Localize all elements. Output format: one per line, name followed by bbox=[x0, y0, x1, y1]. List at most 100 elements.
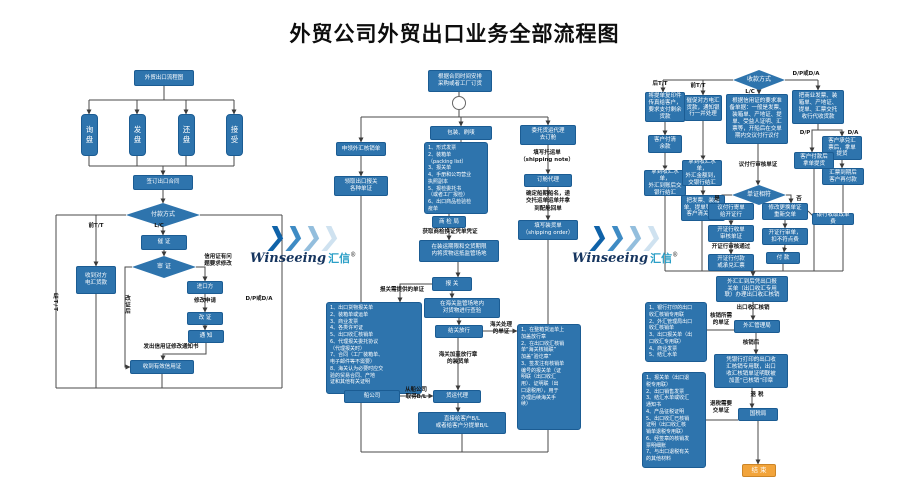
shipping-order: 填写装货单 （shipping order） bbox=[518, 220, 578, 240]
notify: 通 知 bbox=[188, 330, 224, 343]
settle-exchange-2: 拿到收汇水单， 外汇金额到， 交银行结汇 bbox=[682, 159, 722, 186]
label-shipping-note: 填写托运单 （shipping note） bbox=[520, 150, 574, 164]
label-dp: D/P bbox=[799, 130, 811, 136]
flow-connector bbox=[786, 194, 794, 204]
amend-docs-resubmit: 修改更换单证 重新交单 bbox=[762, 203, 808, 220]
inquiry: 询 盘 bbox=[81, 114, 98, 156]
review-lc: 审 证 bbox=[132, 256, 196, 278]
label-inspection-cert: 获取商检换证凭单凭证 bbox=[422, 229, 478, 235]
entrust-forwarder: 委托货运代理 去订舱 bbox=[520, 125, 576, 145]
docs-prepare-list: 1、形式发票 2、装箱单 （packing list） 3、报关单 4、手册和公… bbox=[424, 142, 488, 214]
counter-offer: 还 盘 bbox=[178, 114, 195, 156]
collection-docs: 把商业发票、装 箱单、产地证、 提单、汇票交托 收行代收货款 bbox=[792, 90, 844, 124]
pay-redeem-docs: 客户付款后 拿单提货 bbox=[794, 152, 834, 169]
deduct-discrepancy-fee: 开证行审单， 扣不符点费 bbox=[762, 228, 808, 245]
receive-tt-payment: 收到对方 电汇货款 bbox=[76, 266, 116, 294]
label-verification-docs: 核销所需 的单证 bbox=[709, 313, 732, 327]
apply-verification-form: 申领外汇核销单 bbox=[336, 142, 386, 156]
stamp-verified: 凭银行打印的出口收 汇核销专用联，出口 收汇核销单证明联被 加盖“已核销”印章 bbox=[714, 354, 788, 388]
safe-bureau: 外汇管理局 bbox=[734, 320, 780, 333]
acceptance: 接 受 bbox=[226, 114, 243, 156]
flow-title-box: 外贸出口流程图 bbox=[134, 70, 194, 86]
label-yes: 是 bbox=[714, 196, 720, 202]
refund-docs-list: 1、报关单（出口退 税专用联） 2、出口销售发票 3、结汇水单或收汇 通知书 4… bbox=[642, 372, 706, 468]
label-tax-refund: 退 税 bbox=[750, 392, 764, 398]
label-after-amend: 改证后 bbox=[124, 295, 130, 315]
label-amend-notice: 发出信用证修改通知书 bbox=[143, 344, 199, 350]
label-export-verification: 出口收汇核销 bbox=[736, 305, 770, 311]
freight-agent: 货运代理 bbox=[433, 390, 481, 403]
chevron-icon: ❯ bbox=[639, 222, 663, 251]
declare-docs-list: 1、出口货物报关单 2、装箱单或运单 3、商业发票 4、各类许可证 5、出口收汇… bbox=[326, 302, 422, 394]
label-customs-docs: 海关处理 的单证 bbox=[489, 322, 512, 336]
get-declaration-docs: 领取出口报关 各种单证 bbox=[334, 176, 388, 196]
registered-mark: ® bbox=[350, 251, 357, 259]
give-bl-to-customer: 直接给客户B/L 或者给客户分提单B/L bbox=[418, 412, 506, 434]
brand-name-cn: 汇信 bbox=[650, 252, 673, 265]
chevrons-icon: ❯❯❯❯ bbox=[572, 222, 676, 251]
move-to-customs: 在装运期限和交货期限 内将货物运抵监管场地 bbox=[419, 240, 499, 262]
end: 结 束 bbox=[742, 464, 776, 477]
label-refund-docs: 退税需要 交单证 bbox=[709, 401, 732, 415]
settle-exchange-1: 拿到收汇水单， 外汇到账后交 银行结汇 bbox=[644, 169, 686, 196]
registered-mark: ® bbox=[672, 251, 679, 259]
verification-docs-list: 1、银行打印的出口 收汇核销专用联 2、外汇管理局出口 收汇核销单 3、出口报关… bbox=[645, 302, 707, 362]
page-title: 外贸公司外贸出口业务全部流程图 bbox=[289, 22, 620, 46]
inspection-bureau: 商 检 局 bbox=[432, 216, 466, 228]
label-issuing-pass: 开证行审核通过 bbox=[711, 244, 751, 250]
arrange-goods: 根据合同时间安排 采购或者工厂订货 bbox=[428, 70, 492, 92]
amend-lc: 改 证 bbox=[187, 312, 223, 325]
issuing-bank-review: 开证行收单 审核单证 bbox=[708, 225, 754, 242]
chevrons-icon: ❯❯❯❯ bbox=[250, 222, 354, 251]
brand-name: Winseeing bbox=[250, 251, 327, 266]
shipping-company: 船公司 bbox=[344, 390, 400, 403]
customs-inspect: 在海关监管场地内 对货物进行查验 bbox=[424, 298, 500, 318]
label-negotiating-bank: 议付行审核单证 bbox=[738, 162, 778, 168]
payment: 付 款 bbox=[766, 252, 800, 264]
label-lc-2: L/C bbox=[745, 89, 755, 95]
label-get-bl: 从船公司 取得B/L bbox=[404, 387, 427, 401]
prepare-lc-docs: 根据信用证的要求准 备单据：一般是发票、 装箱单、产地证、提 单、受益人证明、汇… bbox=[726, 94, 788, 144]
urge-tt-payment: 催促对方电汇 货款，通知银 行一并处理 bbox=[684, 95, 722, 121]
label-no: 否 bbox=[796, 196, 802, 202]
send-to-issuing-bank: 议付行寄单 给开证行 bbox=[708, 203, 754, 220]
label-declare-docs: 报关需提供的单证 bbox=[379, 287, 424, 293]
sign-contract: 签订出口合同 bbox=[133, 175, 193, 190]
booking-agent: 订舱代理 bbox=[524, 174, 572, 187]
chevron-icon: ❯ bbox=[317, 222, 341, 251]
label-da: D/A bbox=[847, 130, 859, 136]
accept-draft-take-docs: 客户承兑汇 票后，拿单 提货 bbox=[822, 136, 862, 160]
customs-release: 结关放行 bbox=[435, 325, 483, 338]
label-front-tt-2: 前T/T bbox=[690, 83, 706, 89]
forex-verification: 外汇汇到后凭出口报 关单（出口收汇专用 联）办理出口收汇核销 bbox=[716, 276, 788, 302]
label-front-tt: 前T/T bbox=[88, 223, 104, 229]
bank-amend-fee: 银行收取改单费 bbox=[812, 212, 854, 225]
brand-name-cn: 汇信 bbox=[328, 252, 351, 265]
offer: 发 盘 bbox=[129, 114, 146, 156]
importer: 进口方 bbox=[187, 281, 223, 294]
customs-declare: 报 关 bbox=[432, 277, 472, 291]
urge-lc: 催 证 bbox=[141, 235, 187, 250]
label-back-tt-2: 后T/T bbox=[652, 81, 668, 87]
label-confirm-shipping: 确定船期船名，递 交托运单运单并拿 到配舱回单 bbox=[525, 191, 570, 212]
docs-match: 单证相符 bbox=[732, 185, 786, 205]
flow-connector bbox=[782, 244, 788, 253]
label-lc-problem: 信用证有问 题要求修改 bbox=[204, 254, 232, 268]
tax-bureau: 国税局 bbox=[738, 408, 778, 421]
customs-docs-list: 1、在整箱货运单上 加盖放行章 2、在出口收汇核销 单“海关核销联” 加盖“验讫… bbox=[517, 324, 581, 430]
issuing-bank-pay: 开证行付款 或承兑汇票 bbox=[708, 254, 754, 271]
pay-at-maturity: 汇票到期后 客户再付款 bbox=[822, 168, 864, 185]
collection-method: 收款方式 bbox=[733, 70, 785, 90]
label-loading-order: 海关加盖放行章 的装货单 bbox=[438, 352, 478, 366]
brand-name: Winseeing bbox=[572, 251, 649, 266]
label-lc: L/C bbox=[154, 223, 164, 229]
label-dp-da-2: D/P或D/A bbox=[792, 71, 820, 77]
fax-bl-ask-balance: 将提单复印件 传真给客户， 要求支付剩余 货款 bbox=[645, 92, 685, 122]
label-back-tt: 后T/T bbox=[52, 293, 58, 313]
label-after-verification: 核销后 bbox=[742, 340, 760, 346]
